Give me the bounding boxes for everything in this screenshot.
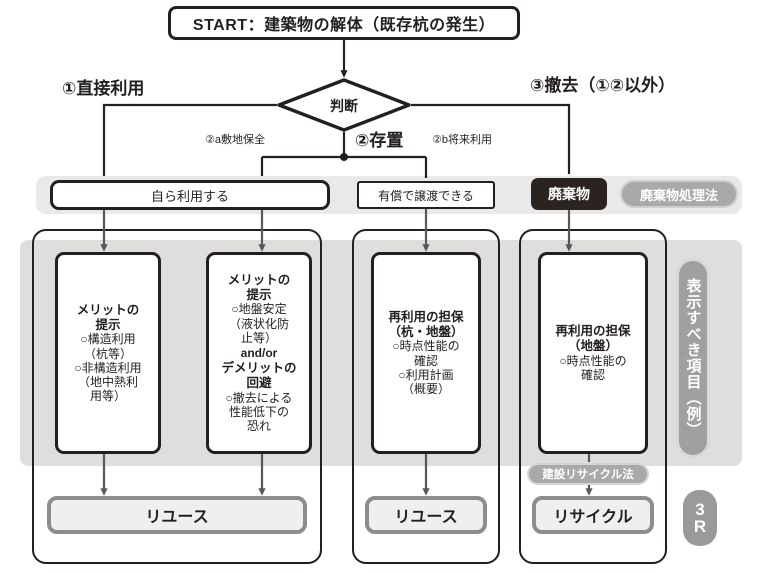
card-c-line-3: ○利用計画: [398, 367, 454, 382]
card-d-heading-2: （地盤）: [567, 338, 618, 353]
branch-label-keep-a: ②a敷地保全: [205, 134, 265, 146]
badge-3r-line-2: R: [693, 517, 707, 536]
result-reuse-left: リユース: [47, 496, 307, 534]
box-paid-transfer: 有償で譲渡できる: [357, 181, 495, 209]
card-a-line-1: ○構造利用: [80, 332, 136, 347]
card-a-line-3: ○非構造利用: [74, 360, 142, 375]
badge-waste-disposal-law: 廃棄物処理法: [620, 180, 738, 208]
card-a-line-2: （杭等）: [83, 346, 132, 361]
card-c-heading-1: 再利用の担保: [388, 309, 464, 324]
decision-diamond: [277, 78, 411, 132]
badge-3r: 3 R: [683, 490, 717, 546]
card-b-line-4: ○撤去による: [225, 390, 293, 405]
branch-label-keep-b: ②b将来利用: [432, 134, 492, 146]
card-b-line-5: 性能低下の: [228, 404, 289, 419]
card-b-line-3: 止等）: [240, 330, 277, 345]
badge-items-to-display: 表示すべき項目（例）: [676, 258, 710, 458]
card-c-line-4: （概要）: [401, 381, 450, 396]
group-container-waste: [519, 229, 667, 564]
result-reuse-mid: リユース: [365, 496, 487, 534]
card-d-line-1: ○時点性能の: [559, 353, 627, 368]
branch-label-keep: ②存置: [355, 131, 404, 150]
card-b-heading-2: 提示: [246, 287, 272, 302]
start-node: START：建築物の解体（既存杭の発生）: [168, 6, 520, 40]
result-recycle: リサイクル: [532, 496, 654, 534]
branch-label-remove: ③撤去（①②以外）: [530, 76, 676, 95]
badge-3r-line-1: 3: [695, 499, 705, 519]
card-b-heading-3: デメリットの: [221, 361, 297, 376]
card-b-heading-4: 回避: [246, 375, 272, 390]
card-b-line-6: 恐れ: [246, 418, 271, 433]
box-waste: 廃棄物: [531, 178, 607, 210]
card-c-line-1: ○時点性能の: [392, 339, 460, 354]
card-b-connector: and/or: [240, 345, 278, 360]
card-a-line-5: 用等）: [89, 388, 126, 403]
card-reuse-guarantee-ground: 再利用の担保 （地盤） ○時点性能の 確認: [538, 252, 648, 454]
card-d-line-2: 確認: [580, 367, 605, 382]
card-b-line-2: （液状化防: [228, 316, 289, 331]
card-d-heading-1: 再利用の担保: [555, 324, 631, 339]
card-a-line-4: （地中熱利: [77, 374, 138, 389]
card-c-heading-2: （杭・地盤）: [388, 324, 464, 339]
card-a-heading-2: 提示: [95, 317, 121, 332]
card-merit-structural: メリットの 提示 ○構造利用 （杭等） ○非構造利用 （地中熱利 用等）: [55, 252, 161, 454]
branch-label-direct: ①直接利用: [62, 79, 145, 98]
card-c-line-2: 確認: [413, 353, 438, 368]
group-container-direct-use: [32, 229, 322, 564]
card-reuse-guarantee-pile-ground: 再利用の担保 （杭・地盤） ○時点性能の 確認 ○利用計画 （概要）: [371, 252, 481, 454]
decision-label: 判断: [330, 98, 358, 114]
card-b-line-1: ○地盤安定: [231, 302, 287, 317]
badge-construction-recycle-law: 建設リサイクル法: [527, 463, 649, 485]
box-self-use: 自ら利用する: [50, 180, 330, 210]
card-a-heading-1: メリットの: [76, 302, 140, 317]
card-b-heading-1: メリットの: [227, 272, 291, 287]
card-merit-ground-demerit: メリットの 提示 ○地盤安定 （液状化防 止等） and/or デメリットの 回…: [206, 252, 312, 454]
